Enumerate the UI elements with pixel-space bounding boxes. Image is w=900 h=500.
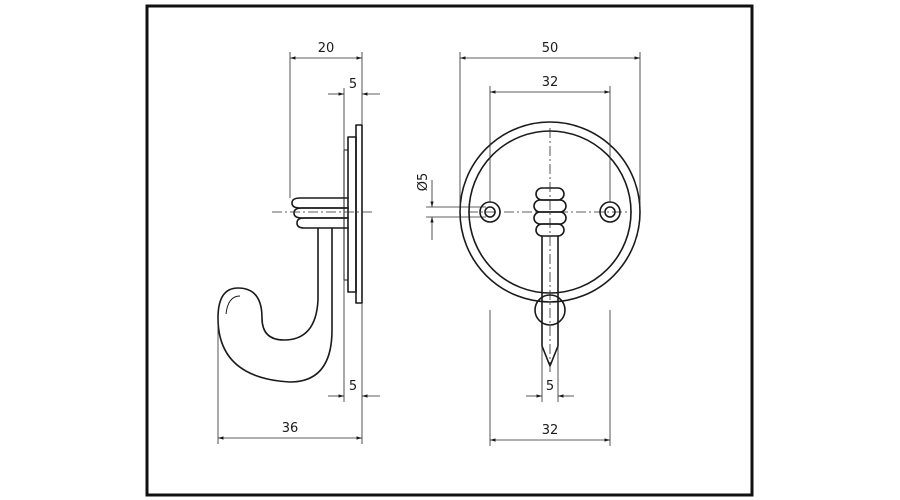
dim-hole-spacing-bottom-label: 32: [542, 423, 559, 438]
dim-plate-bottom-label: 5: [349, 379, 357, 394]
dim-outer-diameter: 50: [459, 41, 641, 212]
hook-body: [217, 227, 333, 383]
dim-total-width: 36: [217, 318, 363, 444]
dim-hole-diameter-label: Ø5: [416, 173, 431, 192]
dim-plate-thickness-bottom: 5: [328, 280, 380, 402]
dim-outer-diameter-label: 50: [542, 41, 559, 56]
dim-plate-thickness-top: 5: [328, 77, 380, 150]
dim-shaft-width: 5: [526, 346, 574, 402]
dim-top-width: 20: [289, 41, 363, 198]
wall-plate: [347, 136, 357, 293]
collar-rings: [291, 197, 349, 229]
hook-ball: [534, 294, 566, 326]
side-view: 20 5 5 36: [217, 41, 380, 444]
dim-hole-spacing-top: 32: [489, 75, 611, 202]
dim-hole-diameter: Ø5: [416, 173, 486, 240]
dim-top-width-label: 20: [318, 41, 335, 56]
drawing-frame: [145, 4, 754, 497]
front-view: 50 32 Ø5 5 32: [416, 41, 641, 446]
dim-total-width-label: 36: [282, 421, 299, 436]
dim-hole-spacing-top-label: 32: [542, 75, 559, 90]
dim-hole-spacing-bottom: 32: [489, 310, 611, 446]
dim-shaft-width-label: 5: [546, 379, 554, 394]
dim-plate-top-label: 5: [349, 77, 357, 92]
